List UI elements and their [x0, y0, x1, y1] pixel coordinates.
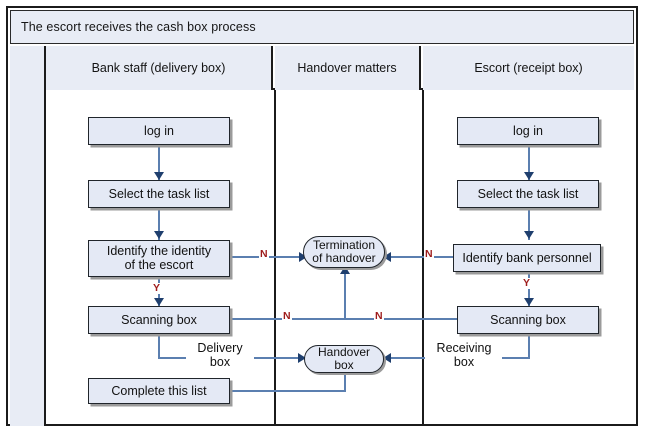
connector-handover-down [344, 373, 346, 392]
edge-label-left-identify-no: N [259, 248, 269, 260]
diagram-title-bar: The escort receives the cash box process [10, 10, 634, 44]
lane-header-label: Escort (receipt box) [474, 61, 583, 75]
edge-label-right-yes: Y [522, 277, 532, 289]
lane-header-label: Handover matters [297, 61, 397, 75]
edge-label-receiving-box: Receiving box [426, 341, 502, 370]
arrowhead-down [524, 172, 534, 180]
edge-label-right-scanning-no: N [374, 310, 384, 322]
lane-header-escort: Escort (receipt box) [423, 46, 634, 90]
connector-right-identify-to-scanning [528, 272, 530, 307]
node-right-log-in[interactable]: log in [457, 117, 599, 145]
delivery-box-line1: Delivery [197, 341, 243, 355]
node-label: Scanning box [121, 313, 197, 327]
edge-label-right-identify-no: N [424, 248, 434, 260]
arrowhead-left [383, 252, 391, 262]
delivery-box-line2: box [209, 354, 231, 369]
connector-handover-to-complete [175, 390, 346, 392]
node-label: log in [513, 124, 543, 138]
connector-right-identify-to-termination [389, 256, 455, 258]
lane-header-bank-staff: Bank staff (delivery box) [46, 46, 273, 90]
lane-divider-1 [274, 90, 276, 426]
lane-header-row: Bank staff (delivery box) Handover matte… [46, 46, 634, 90]
lane-index-strip [10, 46, 46, 426]
lane-header-label: Bank staff (delivery box) [91, 61, 226, 75]
arrowhead-down [524, 298, 534, 306]
page-title: The escort receives the cash box process [21, 20, 256, 34]
swimlane-grid: Bank staff (delivery box) Handover matte… [10, 46, 634, 426]
node-left-log-in[interactable]: log in [88, 117, 230, 145]
receiving-box-line2: box [453, 354, 475, 369]
node-label: Select the task list [477, 187, 579, 201]
connector-right-select-to-identify [528, 208, 530, 240]
receiving-box-line1: Receiving [436, 341, 492, 355]
node-left-complete-this-list[interactable]: Complete this list [88, 378, 230, 404]
arrowhead-down [524, 231, 534, 239]
arrowhead-up [340, 266, 350, 274]
lane-header-handover-matters: Handover matters [275, 46, 421, 90]
edge-label-left-scanning-no: N [282, 310, 292, 322]
connector-left-scanning-down [158, 331, 160, 359]
connector-scanning-no-line [231, 318, 461, 320]
arrowhead-right [298, 353, 306, 363]
connector-right-scanning-down [528, 331, 530, 359]
connector-receiving-jog [474, 357, 530, 359]
node-right-scanning-box[interactable]: Scanning box [457, 306, 599, 334]
connector-delivery-to-handover [252, 357, 304, 359]
arrowhead-down [154, 231, 164, 239]
edge-label-left-yes: Y [152, 282, 162, 294]
node-label: log in [144, 124, 174, 138]
node-label: Scanning box [490, 313, 566, 327]
node-label: Complete this list [111, 384, 207, 398]
node-right-select-task-list[interactable]: Select the task list [457, 180, 599, 208]
connector-left-select-to-identify [158, 208, 160, 240]
node-right-identify-bank-personnel[interactable]: Identify bank personnel [453, 244, 601, 272]
connector-right-login-to-select [528, 145, 530, 181]
edge-label-delivery-box: Delivery box [186, 341, 254, 370]
arrowhead-down [154, 298, 164, 306]
arrowhead-left [383, 353, 391, 363]
connector-scanning-no-to-termination [344, 272, 346, 319]
node-left-scanning-box[interactable]: Scanning box [88, 306, 230, 334]
arrowhead-down [154, 172, 164, 180]
node-left-select-task-list[interactable]: Select the task list [88, 180, 230, 208]
connector-receiving-to-handover [389, 357, 425, 359]
connector-left-login-to-select [158, 145, 160, 181]
node-label: Identify bank personnel [462, 251, 592, 265]
lane-divider-2 [422, 90, 424, 426]
node-label: Select the task list [108, 187, 210, 201]
connector-left-scanning-jog [158, 357, 203, 359]
